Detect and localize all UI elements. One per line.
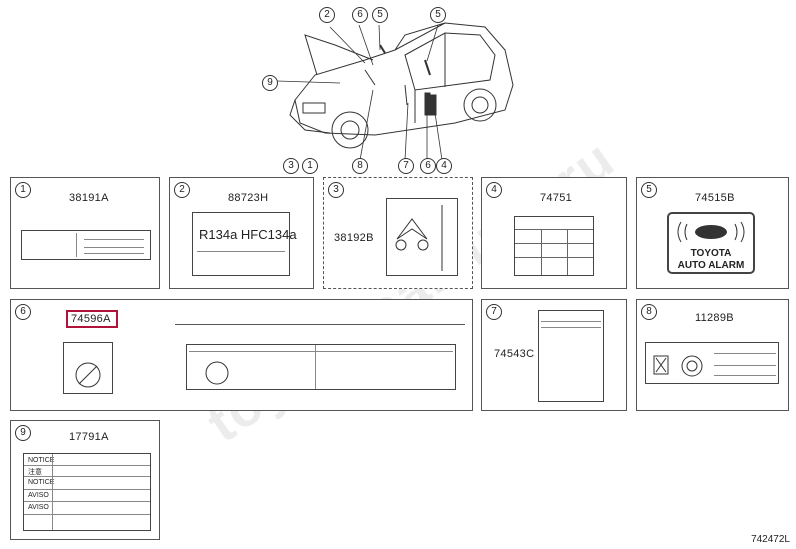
label-17791A: NOTICE 注意 NOTICE AVISO AVISO bbox=[23, 453, 151, 531]
part-number-1: 38191A bbox=[69, 192, 109, 204]
panel-number-8: 8 bbox=[641, 304, 657, 320]
callout-6-bottom: 6 bbox=[420, 158, 436, 174]
panel-5: 5 74515B TOYOTA AUTO ALARM bbox=[636, 177, 789, 289]
callout-5-top: 5 bbox=[372, 7, 388, 23]
engine-belt-diagram bbox=[395, 205, 443, 271]
airbag-warning-icon bbox=[205, 361, 229, 385]
label-74515B: TOYOTA AUTO ALARM bbox=[667, 212, 755, 274]
callout-4-bottom: 4 bbox=[436, 158, 452, 174]
callout-3-orphan: 3 bbox=[283, 158, 299, 174]
panel-number-4: 4 bbox=[486, 182, 502, 198]
panel-number-7: 7 bbox=[486, 304, 502, 320]
highlighted-part-box bbox=[66, 310, 118, 328]
notice-row-2: 注意 bbox=[28, 469, 42, 476]
panel-6: 6 74596A bbox=[10, 299, 473, 411]
wide-label-outline bbox=[175, 324, 465, 325]
part-number-7: 74543C bbox=[494, 348, 535, 360]
panel-number-6: 6 bbox=[15, 304, 31, 320]
label-38192B bbox=[386, 198, 458, 276]
car-alarm-icon bbox=[677, 221, 745, 243]
sheet-id: 742472L bbox=[751, 534, 790, 545]
part-number-3: 38192B bbox=[334, 232, 374, 244]
vehicle-illustration bbox=[276, 22, 514, 161]
notice-row-1: NOTICE bbox=[28, 457, 55, 464]
callout-2: 2 bbox=[319, 7, 335, 23]
panel-8: 8 11289B bbox=[636, 299, 789, 411]
label-74751 bbox=[514, 216, 594, 276]
label-74596A-wide bbox=[186, 344, 456, 390]
callout-7-bottom: 7 bbox=[398, 158, 414, 174]
panel-number-5: 5 bbox=[641, 182, 657, 198]
alarm-label-line1: TOYOTA bbox=[690, 248, 732, 259]
part-number-8: 11289B bbox=[695, 312, 734, 324]
label-74543C bbox=[538, 310, 604, 402]
no-child-seat-icon bbox=[75, 362, 101, 388]
panel-3: 3 38192B bbox=[323, 177, 473, 289]
part-number-9: 17791A bbox=[69, 431, 109, 443]
notice-row-5: AVISO bbox=[28, 504, 49, 511]
fuel-warning-icon bbox=[653, 355, 703, 377]
panel-7: 7 74543C bbox=[481, 299, 627, 411]
panel-number-1: 1 bbox=[15, 182, 31, 198]
part-number-5: 74515B bbox=[695, 192, 735, 204]
alarm-label-line2: AUTO ALARM bbox=[677, 260, 745, 271]
panel-4: 4 74751 bbox=[481, 177, 627, 289]
label-88723H: R134a HFC134a bbox=[192, 212, 297, 276]
callout-5-right: 5 bbox=[430, 7, 446, 23]
label-38191A bbox=[21, 230, 151, 260]
panel-number-2: 2 bbox=[174, 182, 190, 198]
refrigerant-text: R134a HFC134a bbox=[199, 227, 297, 242]
callout-8-bottom: 8 bbox=[352, 158, 368, 174]
callout-6-top: 6 bbox=[352, 7, 368, 23]
callout-1-orphan: 1 bbox=[302, 158, 318, 174]
part-number-2: 88723H bbox=[228, 192, 269, 204]
notice-row-3: NOTICE bbox=[28, 479, 55, 486]
callout-9: 9 bbox=[262, 75, 278, 91]
label-74596A-small bbox=[63, 342, 113, 394]
notice-row-4: AVISO bbox=[28, 492, 49, 499]
panel-number-9: 9 bbox=[15, 425, 31, 441]
panel-2: 2 88723H R134a HFC134a bbox=[169, 177, 314, 289]
panel-9: 9 17791A NOTICE 注意 NOTICE AVISO AVISO bbox=[10, 420, 160, 540]
label-11289B bbox=[645, 342, 779, 384]
part-number-4: 74751 bbox=[540, 192, 573, 204]
panel-number-3: 3 bbox=[328, 182, 344, 198]
panel-1: 1 38191A bbox=[10, 177, 160, 289]
part-number-6: 74596A bbox=[71, 313, 111, 325]
